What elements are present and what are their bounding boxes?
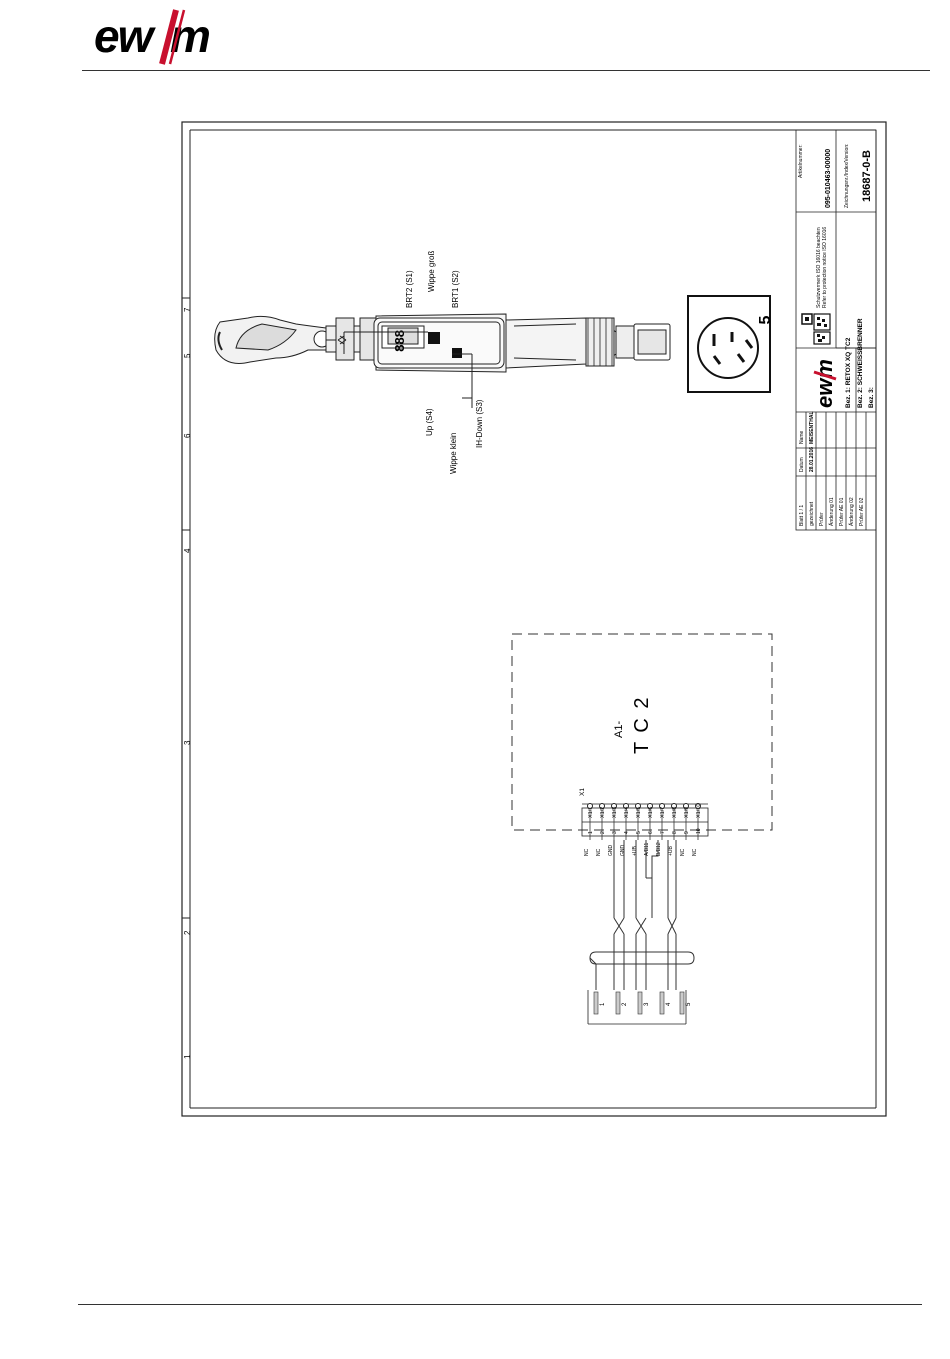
header-rule [82, 70, 930, 71]
tb-pruefer-ae-01: Prüfer AE 01 [839, 497, 845, 526]
terminal-number: 8 [672, 831, 678, 834]
button-brt2 [428, 332, 440, 344]
plug-pin-number: 2 [622, 1002, 628, 1006]
terminal-id: X1/6 [648, 807, 654, 818]
terminal-number: 10 [696, 828, 702, 834]
terminal-signal: NC [584, 848, 590, 856]
terminal-number: 2 [600, 831, 606, 834]
tb-zeichnung-label: Zeichnungsnr./Index/Version: [844, 144, 850, 209]
plug-pin [615, 991, 621, 1015]
svg-text:ewm: ewm [812, 359, 837, 408]
zone-number: 2 [183, 930, 192, 935]
plug-outline [587, 990, 687, 1025]
module-connector-label: X1 [579, 788, 586, 796]
connector-5pin-icon: 5 [687, 295, 774, 393]
svg-text:ew: ew [94, 10, 157, 62]
tb-blatt: Blatt 1 / 1 [799, 505, 805, 526]
torch-drawing [214, 313, 671, 373]
terminal-id: X1/10 [696, 804, 702, 818]
label-brt2: BRT2 (S1) [405, 270, 414, 308]
terminal-number: 7 [660, 831, 666, 834]
tb-zeichnung: 18687-0-B [861, 150, 873, 202]
terminal-id: X1/1 [588, 807, 594, 818]
tb-artikel-label: Artikelnummer: [798, 144, 804, 178]
plug-pin-number: 1 [600, 1002, 606, 1006]
tb-bez1: Bez. 1: RETOX XQ TC2 [845, 337, 852, 408]
zone-number: 5 [183, 353, 192, 358]
terminal-number: 9 [684, 831, 690, 834]
terminal-number: 3 [612, 831, 618, 834]
terminal-number: 5 [636, 831, 642, 834]
terminal-signal: GND [608, 845, 614, 857]
terminal-id: X1/5 [636, 807, 642, 818]
terminal-signal: +UB [632, 845, 638, 856]
plug-pin [593, 991, 599, 1015]
plug-pin-number: 4 [666, 1002, 672, 1006]
footer-rule [78, 1304, 922, 1305]
tb-name-label: Name [799, 430, 805, 444]
terminal-number: 4 [624, 831, 630, 834]
terminal-signal: A/B11 [644, 843, 650, 856]
tb-notice-2: Refer to protection notice ISO 16016 [822, 227, 828, 308]
label-up: Up (S4) [425, 408, 434, 436]
tb-bez2: Bez. 2: SCHWEISSBRENNER [857, 318, 864, 408]
tb-artikel: 095-010463-00000 [825, 149, 832, 208]
terminal-signal: GND [620, 845, 626, 857]
ewm-logo: ew m [94, 9, 211, 65]
zone-number: 7 [183, 307, 192, 312]
zone-number: 4 [183, 548, 192, 553]
tb-notice-1: Schutzvermerk ISO 16016 beachten [816, 227, 822, 308]
terminal-id: X1/3 [612, 807, 618, 818]
module-designator: A1- [613, 721, 625, 738]
zone-number: 1 [183, 1054, 192, 1059]
tb-drawn-by: MEISENTHAL [809, 412, 815, 445]
button-brt1 [452, 348, 462, 358]
terminal-number: 6 [648, 831, 654, 834]
plug-pin-number: 5 [686, 1002, 692, 1006]
label-ih-down: IH-Down (S3) [475, 399, 484, 448]
module-tc2 [511, 633, 773, 831]
terminal-signal: B/B12 [656, 842, 662, 856]
terminal-signal: NC [680, 848, 686, 856]
label-wippe-klein: Wippe klein [449, 433, 458, 474]
qr-code [801, 313, 831, 345]
tb-pruefer: Prüfer [819, 512, 825, 526]
zone-number: 6 [183, 433, 192, 438]
title-block-ewm-logo: ewm [812, 359, 837, 408]
terminal-id: X1/2 [600, 807, 606, 818]
terminal-id: X1/9 [684, 807, 690, 818]
drawing-frame [181, 121, 887, 1117]
title-block [795, 129, 877, 531]
terminal-signal: +UB [668, 845, 674, 856]
terminal-id: X1/4 [624, 807, 630, 818]
terminal-signal: NC [596, 848, 602, 856]
tb-aenderung-01: Änderung 01 [828, 497, 835, 526]
connector-pin-count: 5 [757, 315, 774, 324]
plug-pin [637, 991, 643, 1015]
zone-number: 3 [183, 740, 192, 745]
label-wippe-gross: Wippe groß [427, 251, 436, 292]
tb-datum-label: Datum [799, 457, 805, 472]
plug-pin [679, 991, 685, 1015]
schematic-drawing: 1 2 3 4 6 5 7 888 [181, 121, 887, 1117]
plug-pin [659, 991, 665, 1015]
tb-date: 28.01.2016 [809, 447, 815, 472]
terminal-id: X1/7 [660, 807, 666, 818]
terminal-number: 1 [588, 831, 594, 834]
tb-aenderung-02: Änderung 02 [848, 497, 855, 526]
torch-display-text: 888 [392, 330, 407, 352]
label-brt1: BRT1 (S2) [451, 270, 460, 308]
tb-gezeichnet: gezeichnet [809, 501, 815, 526]
terminal-signal: NC [692, 848, 698, 856]
tb-pruefer-ae-02: Prüfer AE 02 [859, 497, 865, 526]
terminal-id: X1/8 [672, 807, 678, 818]
wiring [589, 840, 695, 990]
tb-bez3: Bez. 3: [868, 387, 875, 408]
module-name: T C 2 [631, 695, 653, 754]
plug-pin-number: 3 [644, 1002, 650, 1006]
